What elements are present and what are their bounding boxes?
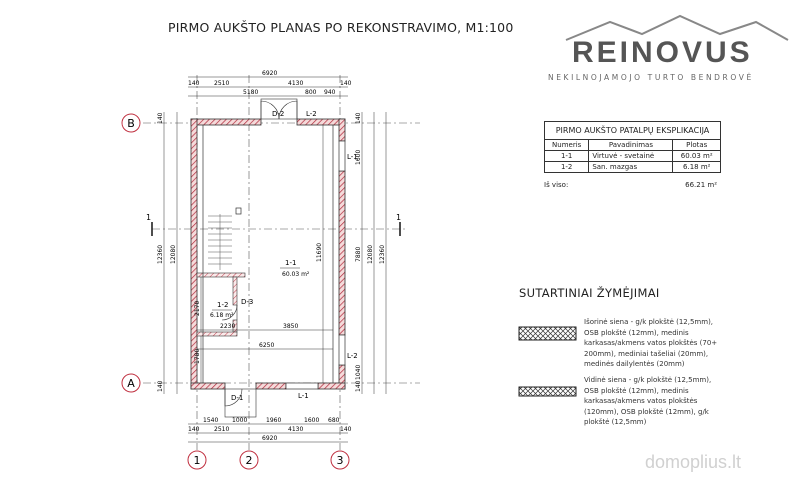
axis-bubble-1	[187, 450, 207, 470]
window-label-right-top: L-1	[347, 153, 358, 161]
axis-label-A: A	[127, 377, 135, 390]
axis-label-1: 1	[194, 454, 201, 467]
dim-left-140-bottom: 140	[157, 380, 164, 392]
dim-inner-2170: 2170	[194, 301, 201, 316]
dim-bottom-680: 680	[328, 417, 340, 424]
legend-line: medinės dailylentės (20mm)	[584, 360, 685, 368]
door-label-d3: D-3	[241, 298, 253, 306]
explication-header-area: Plotas	[672, 139, 721, 151]
window-label-top: L-2	[306, 110, 317, 118]
legend-item-interior: Vidinė siena - g/k plokštė (12,5mm), OSB…	[584, 375, 734, 428]
dim-bottom-1000: 1000	[232, 417, 247, 424]
table-cell: 60.03 m²	[672, 150, 721, 162]
total-value: 66.21 m²	[685, 181, 717, 189]
axis-label-B: B	[127, 117, 135, 130]
legend-line: (120mm), OSB plokštė (12mm), g/k	[584, 407, 709, 416]
dim-left-140-top: 140	[157, 112, 164, 124]
legend-line: karkasas/akmens vatos plokštės	[584, 397, 698, 405]
explication-table: PIRMO AUKŠTO PATALPŲ EKSPLIKACIJA Numeri…	[543, 121, 721, 173]
explication-header-name: Pavadinimas	[588, 139, 674, 151]
table-cell: Virtuvė - svetainė	[588, 150, 674, 162]
dim-top-140-right: 140	[340, 80, 352, 87]
dim-right-12360: 12360	[379, 245, 386, 264]
dim-top-2510: 2510	[214, 80, 229, 87]
axis-label-2: 2	[246, 454, 253, 467]
dim-right-140-top: 140	[355, 112, 362, 124]
dim-bottom-total: 6920	[262, 435, 277, 442]
dim-right-1600: 1600	[355, 150, 362, 165]
table-row: 1-1 Virtuvė - svetainė 60.03 m²	[543, 150, 721, 162]
dim-top-total: 6920	[262, 70, 277, 77]
legend-line: OSB plokštė (12mm), medinis	[584, 328, 689, 337]
legend-line: karkasas/akmens vatos plokštės (70+	[584, 339, 718, 347]
logo-roof-icon	[565, 14, 789, 41]
dim-inner-1780: 1780	[194, 349, 201, 364]
room-area-1-2: 6.18 m²	[210, 312, 234, 319]
logo-name: REINOVUS	[572, 36, 753, 69]
table-row: 1-2 San. mazgas 6.18 m²	[543, 161, 721, 173]
room-tag-1-2: 1-2	[217, 301, 228, 309]
legend-line: plokštė (12,5mm)	[584, 418, 647, 426]
dim-left-12080: 12080	[170, 245, 177, 264]
dim-top-940: 940	[324, 89, 336, 96]
axis-bubble-A	[121, 373, 141, 393]
explication-total: Iš viso: 66.21 m²	[544, 181, 721, 189]
explication-title: PIRMO AUKŠTO PATALPŲ EKSPLIKACIJA	[544, 121, 721, 140]
explication-header-number: Numeris	[543, 139, 590, 151]
floor-plan: B A 1 2 3 1 1	[121, 70, 420, 470]
room-tag-1-1: 1-1	[285, 259, 296, 267]
plan-title: PIRMO AUKŠTO PLANAS PO REKONSTRAVIMO, M1…	[168, 20, 514, 35]
room-area-1-1: 60.03 m²	[282, 271, 310, 278]
dim-bottom-140-left: 140	[188, 426, 200, 433]
table-cell: 1-1	[543, 150, 590, 162]
legend-line: OSB plokštė (12mm), medinis	[584, 386, 689, 395]
section-mark-right: 1	[396, 213, 401, 222]
legend-line: Vidinė siena - g/k plokštė (12,5mm),	[584, 376, 712, 384]
dim-left-12360: 12360	[157, 245, 164, 264]
legend-title: SUTARTINIAI ŽYMĖJIMAI	[519, 286, 660, 300]
axis-label-3: 3	[337, 454, 344, 467]
dim-bottom-140-right: 140	[340, 426, 352, 433]
legend-swatch-interior-wall	[518, 386, 577, 397]
dim-inner-2230: 2230	[220, 323, 235, 330]
table-cell: 6.18 m²	[672, 161, 721, 173]
dim-right-7880: 7880	[355, 247, 362, 262]
axis-bubble-2	[239, 450, 259, 470]
dim-bottom-1600: 1600	[304, 417, 319, 424]
window-label-right-bottom: L-2	[347, 352, 358, 360]
dim-right-1040: 1040	[355, 365, 362, 380]
dim-right-140-bottom: 140	[355, 380, 362, 392]
dim-top-140-left: 140	[188, 80, 200, 87]
dim-inner-11690: 11690	[316, 243, 323, 262]
axis-bubble-B	[121, 113, 141, 133]
door-label-d2: D-2	[272, 110, 284, 118]
dim-top-4130: 4130	[288, 80, 303, 87]
dim-bottom-1960: 1960	[266, 417, 281, 424]
door-label-d1: D-1	[231, 394, 243, 402]
dim-top-5180: 5180	[243, 89, 258, 96]
dim-inner-6250: 6250	[259, 342, 274, 349]
total-label: Iš viso:	[544, 181, 569, 189]
legend-line: Išorinė siena - g/k plokštė (12,5mm),	[584, 318, 714, 326]
dim-right-12080: 12080	[367, 245, 374, 264]
table-cell: San. mazgas	[588, 161, 674, 173]
axis-bubble-3	[330, 450, 350, 470]
watermark: domoplius.lt	[645, 452, 742, 472]
dim-bottom-1540: 1540	[203, 417, 218, 424]
legend-line: 200mm), mediniai tašeliai (20mm),	[584, 349, 709, 358]
dim-bottom-2510: 2510	[214, 426, 229, 433]
dim-inner-3850: 3850	[283, 323, 298, 330]
window-label-bottom: L-1	[298, 392, 309, 400]
legend-swatch-exterior-wall	[518, 326, 577, 341]
dim-bottom-4130: 4130	[288, 426, 303, 433]
dim-top-800: 800	[305, 89, 317, 96]
logo-tagline: NEKILNOJAMOJO TURTO BENDROVĖ	[548, 73, 754, 82]
table-cell: 1-2	[543, 161, 590, 173]
section-mark-left: 1	[146, 213, 151, 222]
legend-item-exterior: Išorinė siena - g/k plokštė (12,5mm), OS…	[584, 317, 734, 370]
